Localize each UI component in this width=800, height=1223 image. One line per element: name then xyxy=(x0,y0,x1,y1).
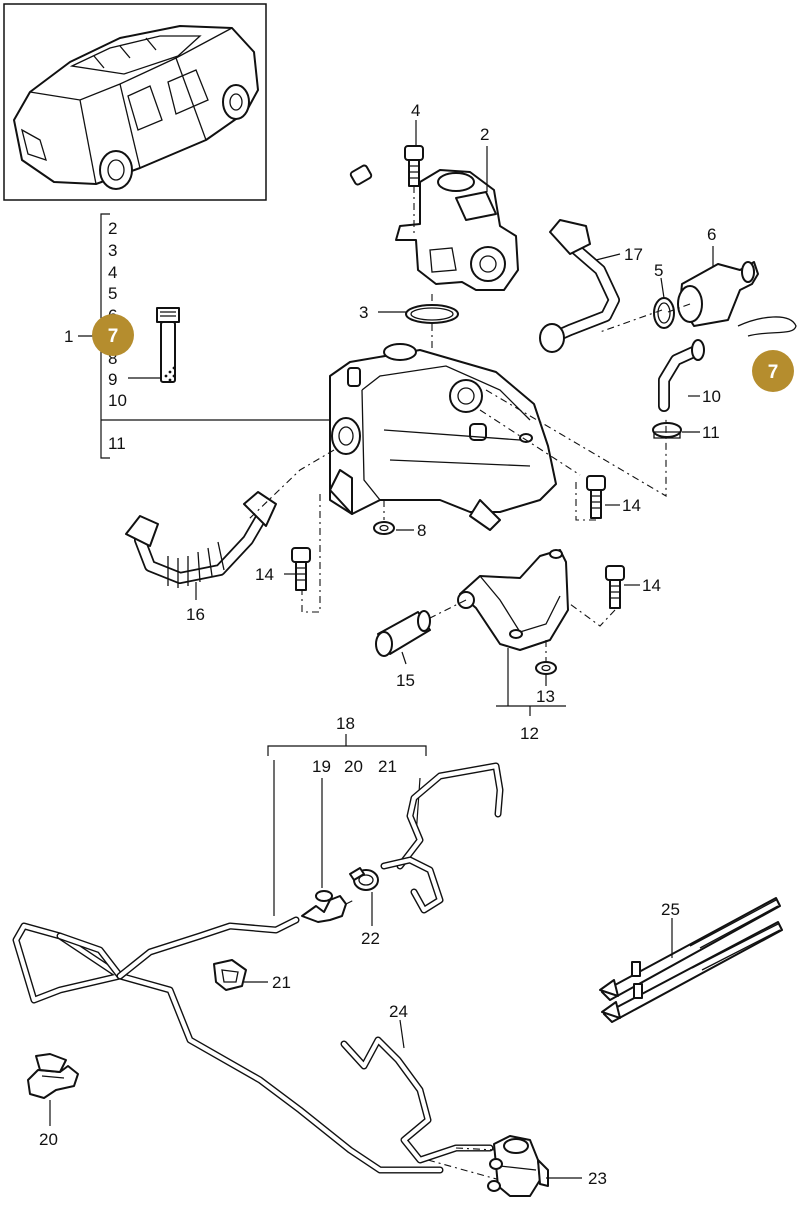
clip-22 xyxy=(349,867,379,891)
callout-23: 23 xyxy=(588,1169,607,1188)
callout-16: 16 xyxy=(186,605,205,624)
holder-20 xyxy=(27,1053,79,1099)
callout-5: 5 xyxy=(654,261,663,280)
callout-14c: 14 xyxy=(642,576,661,595)
bolt-14-lower xyxy=(605,565,625,609)
sleeve-15 xyxy=(375,610,431,657)
list-item: 2 xyxy=(108,219,117,238)
assembly-lines-upper xyxy=(247,294,691,662)
list-item: 8 xyxy=(108,349,117,368)
vacuum-line-assembly xyxy=(12,734,783,1197)
callout-14b: 14 xyxy=(255,565,274,584)
clamp-11 xyxy=(652,422,682,439)
pipe-16 xyxy=(125,491,277,588)
callout-14a: 14 xyxy=(622,496,641,515)
egr-cooler xyxy=(329,343,557,531)
hose-10 xyxy=(658,339,705,412)
callout-8: 8 xyxy=(417,521,426,540)
list-item: 11 xyxy=(108,434,126,453)
pipe-17 xyxy=(539,219,620,353)
badge-right: 7 xyxy=(752,350,794,392)
list-item: 5 xyxy=(108,284,117,303)
callout-4: 4 xyxy=(411,101,420,120)
callout-20a: 20 xyxy=(344,757,363,776)
callout-24: 24 xyxy=(389,1002,408,1021)
vehicle-thumbnail xyxy=(3,3,267,201)
callout-22: 22 xyxy=(361,929,380,948)
svg-text:7: 7 xyxy=(108,326,119,347)
list-item: 3 xyxy=(108,241,117,260)
callout-12: 12 xyxy=(520,724,539,743)
clip-21 xyxy=(213,959,247,991)
callout-19: 19 xyxy=(312,757,331,776)
callouts: 1 2 3 4 5 6 8 9 10 11 12 13 14 14 14 15 … xyxy=(39,101,721,1188)
washer-8 xyxy=(373,521,395,535)
callout-13: 13 xyxy=(536,687,555,706)
callout-21a: 21 xyxy=(378,757,397,776)
callout-25: 25 xyxy=(661,900,680,919)
egr-valve xyxy=(395,169,519,291)
bolt-14-left xyxy=(291,547,311,591)
badge-left: 7 xyxy=(92,314,134,356)
list-item: 4 xyxy=(108,263,117,282)
connector-6 xyxy=(677,261,759,327)
svg-text:7: 7 xyxy=(768,362,779,383)
callout-17: 17 xyxy=(624,245,643,264)
sensor-rod xyxy=(156,164,373,383)
callout-11: 11 xyxy=(702,423,720,442)
list-item: 10 xyxy=(108,391,127,410)
bolt-14-upper xyxy=(586,475,606,519)
leader-lines xyxy=(49,120,714,1179)
cable-ties-25 xyxy=(599,897,783,1023)
bolt-4 xyxy=(404,145,424,236)
callout-10: 10 xyxy=(702,387,721,406)
callout-15: 15 xyxy=(396,671,415,690)
callout-6: 6 xyxy=(707,225,716,244)
list-item: 9 xyxy=(108,370,117,389)
washer-13 xyxy=(535,661,557,675)
callout-1: 1 xyxy=(64,327,73,346)
car-icon xyxy=(13,25,259,190)
solenoid-valve-23 xyxy=(487,1135,549,1197)
callout-20b: 20 xyxy=(39,1130,58,1149)
bracket-12 xyxy=(457,549,569,651)
check-valve-19 xyxy=(301,890,355,923)
callout-18: 18 xyxy=(336,714,355,733)
callout-2: 2 xyxy=(480,125,489,144)
callout-21b: 21 xyxy=(272,973,291,992)
group-list: 2 3 4 5 6 8 9 10 11 xyxy=(108,219,127,453)
clip-7 xyxy=(737,316,797,337)
callout-3: 3 xyxy=(359,303,368,322)
